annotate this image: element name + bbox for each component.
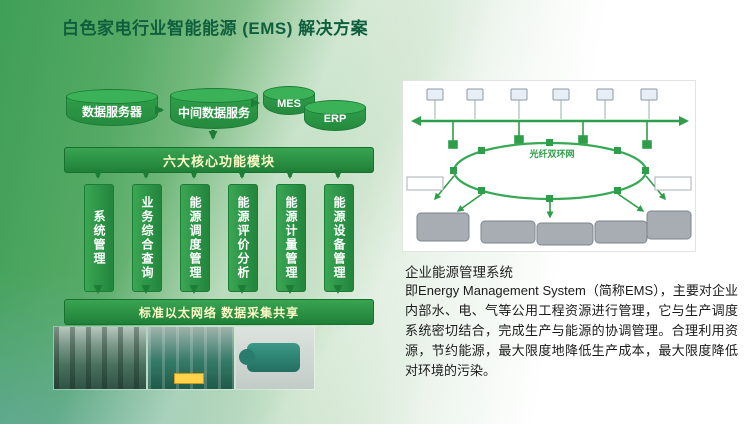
module-label: 能源调度管理: [188, 196, 202, 280]
equipment-photo-3: [236, 327, 314, 389]
ethernet-bar: 标准以太网络 数据采集共享: [64, 299, 374, 325]
module-bar-dispatch: 能源调度管理: [180, 184, 210, 292]
cylinder-label: ERP: [323, 113, 347, 125]
module-label: 能源计量管理: [284, 196, 298, 280]
slide-title: 白色家电行业智能能源 (EMS) 解决方案: [62, 19, 369, 38]
cylinder-mes: MES: [263, 86, 315, 115]
equipment-photo-1: [54, 327, 146, 389]
ring-nodes: [450, 139, 649, 202]
module-label: 系统管理: [92, 210, 106, 266]
module-bar-equipment: 能源设备管理: [324, 184, 354, 292]
cylinder-data-server: 数据服务器: [66, 89, 158, 126]
ring-label: 光纤双环网: [529, 149, 575, 159]
module-label: 业务综合查询: [140, 196, 154, 280]
module-label: 能源设备管理: [332, 196, 346, 280]
side-label-boxes: [406, 176, 692, 191]
compressor-image: [238, 343, 300, 372]
backbone-bus: [411, 116, 689, 126]
cylinder-label: 数据服务器: [81, 104, 142, 119]
cylinder-label: 中间数据服务: [177, 105, 250, 120]
core-modules-bar: 六大核心功能模块: [64, 147, 374, 173]
section-body: 即Energy Management System（简称EMS），主要对企业内部…: [405, 283, 738, 378]
section-heading: 企业能源管理系统: [405, 265, 513, 280]
machine-icons: [416, 210, 692, 246]
module-bar-system: 系统管理: [84, 184, 114, 292]
network-diagram-panel: 光纤双环网: [402, 80, 696, 252]
module-label: 能源评价分析: [236, 196, 250, 280]
cylinder-middle-data-service: 中间数据服务: [170, 88, 258, 129]
photo-name-plate: [173, 373, 204, 384]
cylinder-label: MES: [277, 98, 301, 110]
module-bar-evaluation: 能源评价分析: [228, 184, 258, 292]
module-bar-query: 业务综合查询: [132, 184, 162, 292]
network-diagram-svg: [406, 88, 692, 246]
workstation-icons: [426, 88, 658, 101]
equipment-photo-2: [148, 327, 234, 389]
module-bar-metering: 能源计量管理: [276, 184, 306, 292]
workstation-stems: [434, 100, 650, 119]
switch-drops: [448, 121, 652, 149]
cylinder-erp: ERP: [304, 100, 366, 131]
